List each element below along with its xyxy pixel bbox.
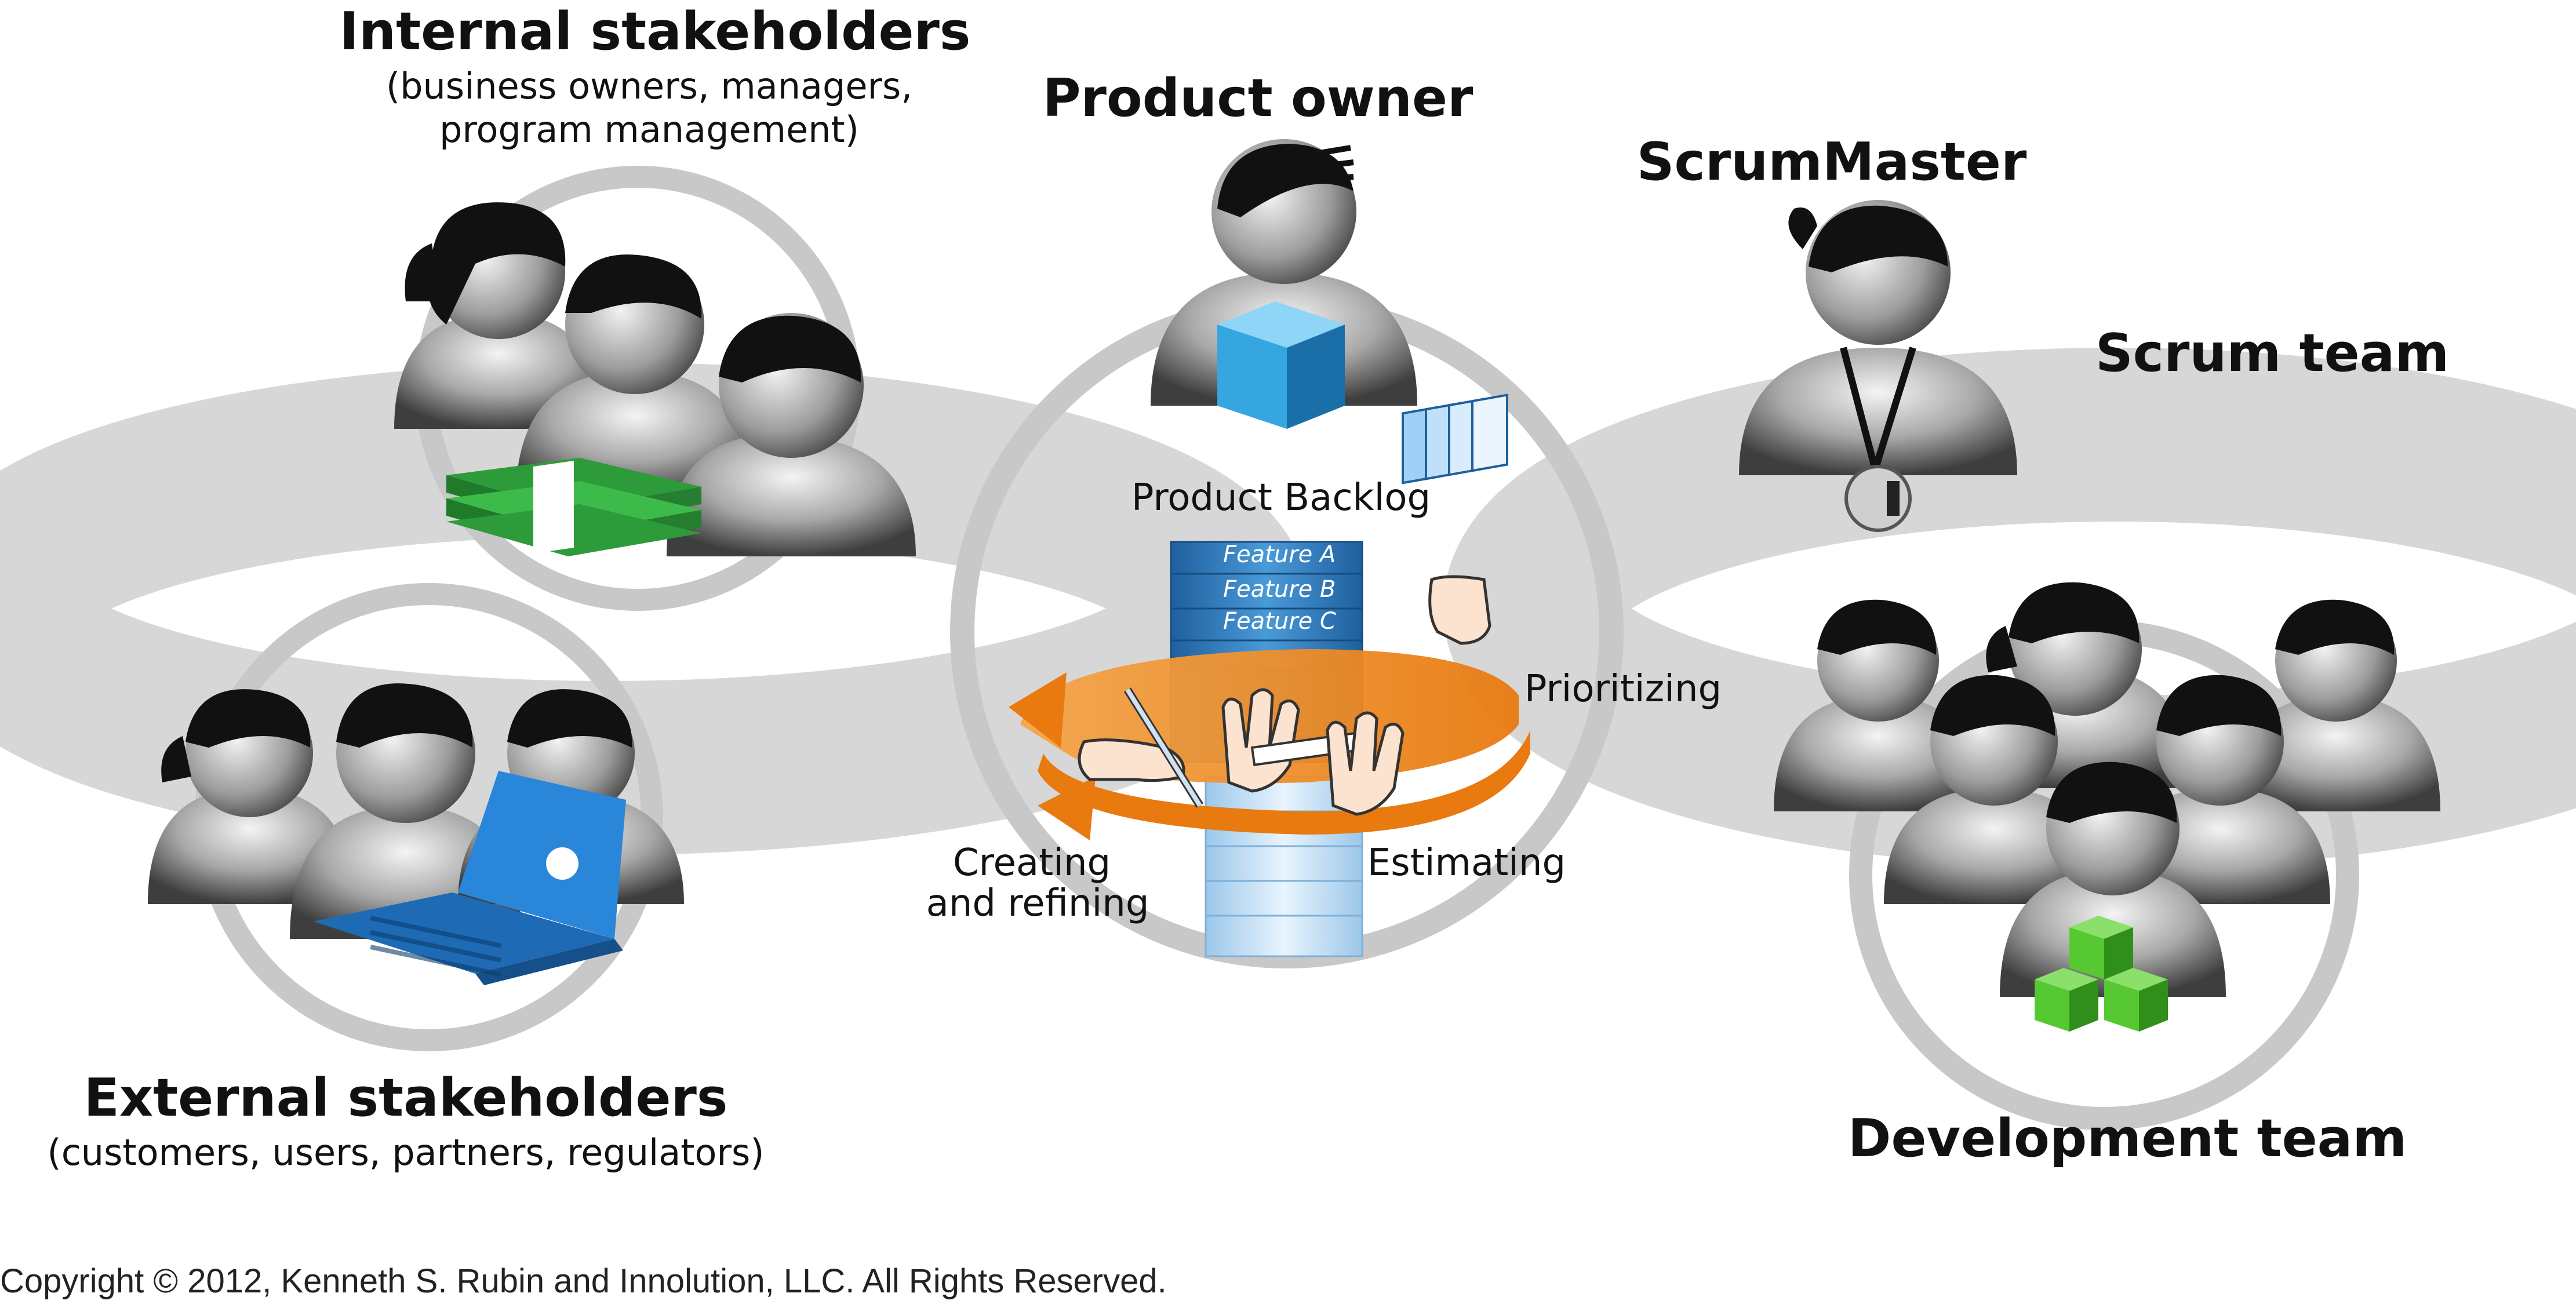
external-stakeholders-subtitle: (customers, users, partners, regulators): [48, 1131, 765, 1174]
person: [667, 313, 916, 556]
money-stack-icon: [446, 458, 701, 556]
green-blocks-icon: [2035, 916, 2168, 1032]
internal-stakeholders-title: Internal stakeholders: [340, 1, 971, 62]
hand-pen-icon: [1078, 687, 1203, 808]
backlog-item: Feature B: [1223, 576, 1336, 603]
person: [2000, 762, 2226, 997]
estimating-label: Estimating: [1367, 842, 1566, 884]
prioritizing-label: Prioritizing: [1525, 668, 1722, 711]
internal-stakeholders-people: [394, 202, 916, 556]
backlog-item: Feature A: [1223, 541, 1336, 568]
product-cube-icon: [1217, 301, 1345, 429]
hand-cards-icon: [1402, 394, 1508, 645]
hand-ruler-icon: [1221, 688, 1405, 816]
development-team-title: Development team: [1848, 1108, 2407, 1169]
person: [2110, 675, 2330, 904]
refining-label: and refining: [926, 882, 1149, 925]
external-stakeholders-people: [148, 683, 684, 985]
scrummaster-title: ScrumMaster: [1637, 132, 2027, 192]
person: [1774, 599, 1982, 811]
copyright-notice: Copyright © 2012, Kenneth S. Rubin and I…: [0, 1262, 1167, 1300]
backlog-item: Feature C: [1223, 608, 1336, 635]
product-owner-title: Product owner: [1043, 68, 1473, 129]
product-backlog-title: Product Backlog: [1131, 476, 1431, 519]
scrummaster-figure: [1739, 200, 2017, 532]
development-team-people: [1774, 582, 2440, 1032]
creating-label: Creating: [953, 842, 1111, 884]
internal-stakeholders-subtitle-2: program management): [439, 108, 859, 151]
laptop-icon: [313, 771, 626, 985]
external-stakeholders-title: External stakeholders: [84, 1068, 728, 1128]
whistle-icon: [1844, 465, 1912, 532]
person: [2232, 599, 2440, 811]
product-owner-figure: [1151, 139, 1417, 429]
internal-stakeholders-subtitle-1: (business owners, managers,: [386, 65, 912, 107]
scrum-team-title: Scrum team: [2095, 323, 2449, 384]
